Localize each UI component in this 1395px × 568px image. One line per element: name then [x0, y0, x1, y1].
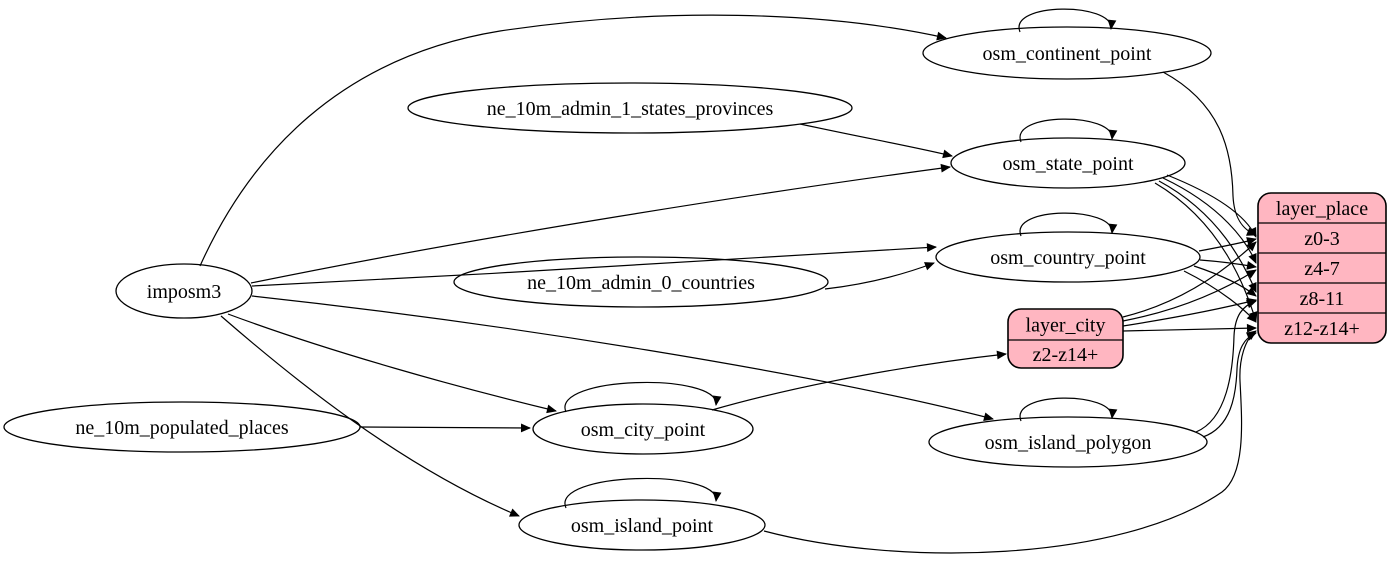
edge-imposm3-to-osm-city-point	[227, 313, 557, 414]
edge-osm-country-point-to-layer-place-z12-z14-	[1183, 270, 1257, 323]
edge-osm-country-point-to-layer-place-z8-11	[1193, 265, 1257, 297]
node-imposm3: imposm3	[115, 263, 253, 319]
imposm3-label: imposm3	[147, 281, 221, 303]
layer-place-box	[1257, 192, 1387, 344]
osm-continent-point-ellipse	[922, 26, 1212, 80]
ne-10m-admin-0-countries-label: ne_10m_admin_0_countries	[527, 272, 755, 294]
node-osm-state-point: osm_state_point	[950, 137, 1186, 189]
edge-ne-10m-admin-0-countries-to-osm-country-point	[824, 262, 935, 290]
self-loop-osm-city-point	[564, 381, 722, 413]
edge-osm-continent-point-to-layer-place-z0-3	[1162, 71, 1257, 236]
edge-osm-island-polygon-to-layer-place-z8-11	[1195, 299, 1257, 433]
edge-osm-country-point-to-layer-place-z0-3	[1198, 237, 1257, 252]
osm-island-polygon-label: osm_island_polygon	[985, 432, 1152, 454]
layer-place-row-1: z0-3	[1304, 228, 1340, 250]
ne-10m-populated-places-label: ne_10m_populated_places	[75, 417, 288, 439]
osm-island-point-ellipse	[518, 499, 766, 551]
node-layer-place: layer_place z0-3 z4-7 z8-11 z12-z14+	[1257, 192, 1387, 344]
edge-layer-city-to-layer-place-z0-3	[1122, 241, 1257, 318]
edge-ne-10m-populated-places-to-osm-city-point	[359, 423, 531, 433]
layer-place-row-2: z4-7	[1304, 258, 1340, 280]
osm-continent-point-label: osm_continent_point	[983, 43, 1152, 65]
ne-10m-admin-1-states-provinces-ellipse	[407, 82, 853, 134]
self-loop-osm-island-point	[564, 477, 722, 509]
edge-imposm3-to-osm-island-point	[220, 315, 520, 517]
layer-place-row-4: z12-z14+	[1284, 318, 1360, 340]
edge-osm-state-point-to-layer-place-z8-11	[1158, 180, 1257, 293]
edge-osm-state-point-to-layer-place-z4-7	[1162, 177, 1257, 264]
edge-imposm3-to-osm-country-point	[251, 243, 937, 287]
layer-city-row-1: z2-z14+	[1033, 344, 1099, 366]
self-loop-osm-state-point	[1019, 118, 1118, 143]
osm-island-point-label: osm_island_point	[571, 515, 714, 537]
self-loop-osm-continent-point	[1018, 8, 1117, 33]
self-loop-osm-country-point	[1019, 212, 1118, 237]
node-osm-island-polygon: osm_island_polygon	[928, 416, 1208, 468]
edge-imposm3-to-osm-state-point	[250, 163, 951, 284]
osm-state-point-ellipse	[950, 137, 1186, 189]
ne-10m-admin-1-states-provinces-label: ne_10m_admin_1_states_provinces	[487, 98, 774, 120]
edge-osm-city-point-to-layer-city-z2-z14-	[711, 350, 1007, 411]
layer-city-box	[1007, 308, 1124, 369]
nodes-layer: imposm3 ne_10m_admin_1_states_provincesne…	[3, 26, 1387, 551]
edge-osm-island-point-to-layer-place-z12-z14-	[763, 330, 1257, 554]
edge-osm-country-point-to-layer-place-z4-7	[1199, 259, 1257, 270]
node-ne-10m-admin-0-countries: ne_10m_admin_0_countries	[453, 256, 829, 308]
edge-ne-10m-admin-1-states-provinces-to-osm-state-point	[799, 123, 953, 159]
edge-osm-state-point-to-layer-place-z12-z14-	[1154, 182, 1258, 322]
self-loop-osm-island-polygon	[1019, 397, 1118, 422]
node-osm-country-point: osm_country_point	[935, 231, 1201, 283]
osm-city-point-label: osm_city_point	[581, 419, 706, 441]
edge-layer-city-to-layer-place-z8-11	[1122, 297, 1257, 327]
ne-10m-admin-0-countries-ellipse	[453, 256, 829, 308]
edge-imposm3-to-osm-island-polygon	[251, 295, 994, 422]
node-ne-10m-populated-places: ne_10m_populated_places	[3, 401, 361, 453]
edges-layer	[199, 8, 1258, 554]
edge-layer-city-to-layer-place-z12-z14-	[1122, 323, 1257, 333]
osm-city-point-ellipse	[532, 403, 754, 455]
osm-island-polygon-ellipse	[928, 416, 1208, 468]
osm-country-point-ellipse	[935, 231, 1201, 283]
node-layer-city: layer_city z2-z14+	[1007, 308, 1124, 369]
node-osm-island-point: osm_island_point	[518, 499, 766, 551]
edge-layer-city-to-layer-place-z4-7	[1122, 269, 1257, 322]
layer-place-row-0: layer_place	[1276, 198, 1368, 220]
layer-place-row-3: z8-11	[1300, 288, 1345, 310]
osm-country-point-label: osm_country_point	[990, 247, 1146, 269]
layer-city-row-0: layer_city	[1026, 315, 1106, 337]
edge-osm-island-polygon-to-layer-place-z12-z14-	[1202, 332, 1257, 438]
node-osm-continent-point: osm_continent_point	[922, 26, 1212, 80]
node-ne-10m-admin-1-states-provinces: ne_10m_admin_1_states_provinces	[407, 82, 853, 134]
osm-state-point-label: osm_state_point	[1002, 153, 1134, 175]
imposm3-ellipse	[115, 263, 253, 319]
node-osm-city-point: osm_city_point	[532, 403, 754, 455]
edge-osm-state-point-to-layer-place-z0-3	[1166, 174, 1257, 238]
edge-imposm3-to-osm-continent-point	[199, 14, 947, 267]
